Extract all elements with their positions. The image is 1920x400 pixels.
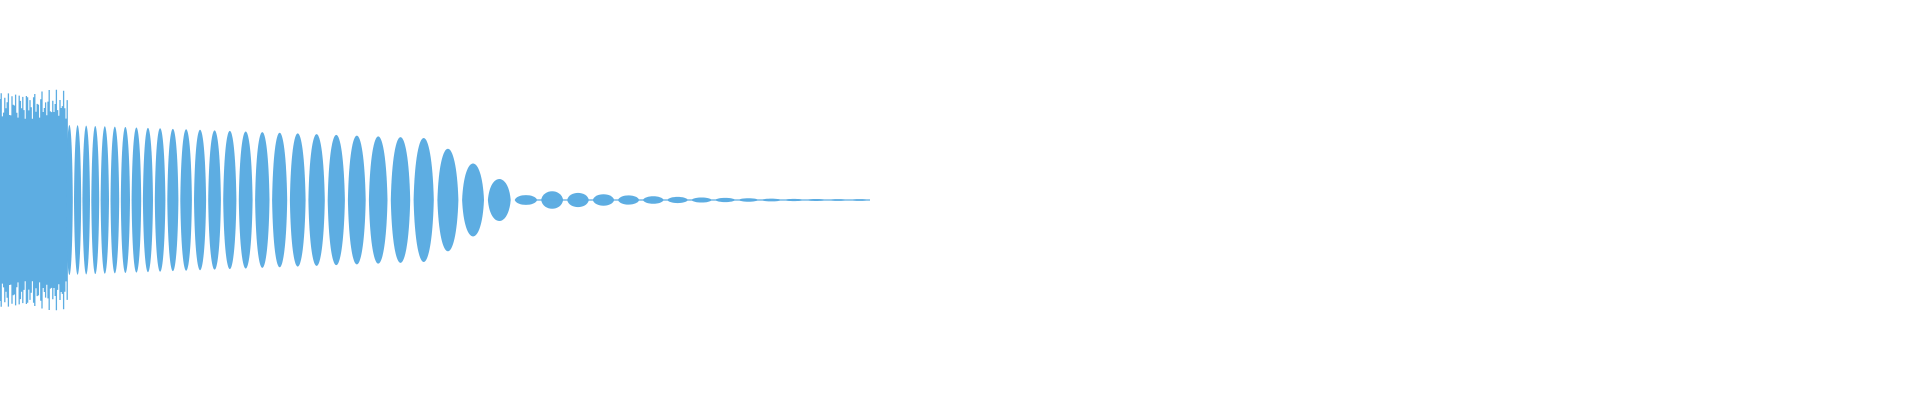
waveform-lobe xyxy=(120,127,130,273)
waveform-lobe xyxy=(194,129,207,271)
waveform-lobe xyxy=(272,132,288,268)
waveform-lobe xyxy=(413,138,434,262)
waveform-lobe xyxy=(208,130,221,270)
waveform-lobe xyxy=(462,163,484,237)
waveform-lobe xyxy=(437,148,459,252)
waveform-lobe xyxy=(368,136,388,264)
waveform-lobe xyxy=(347,135,366,265)
waveform-lobe xyxy=(91,125,100,275)
waveform-lobe xyxy=(327,134,345,266)
waveform-lobe xyxy=(110,126,120,274)
waveform-shape xyxy=(0,89,870,311)
waveform-lobe xyxy=(255,132,270,268)
waveform-lobe xyxy=(74,125,82,275)
waveform-lobe xyxy=(289,133,306,267)
waveform-lobe xyxy=(66,125,73,275)
waveform-dense-segment xyxy=(0,89,68,311)
waveform-lobe xyxy=(82,125,90,275)
waveform-lobe xyxy=(238,131,253,269)
waveform-lobe xyxy=(390,137,411,263)
waveform-lobe xyxy=(142,127,153,273)
waveform-lobe xyxy=(308,134,325,266)
waveform-lobe xyxy=(180,129,192,271)
waveform-lobe xyxy=(167,128,179,272)
waveform-lobe xyxy=(487,179,511,221)
waveform-lobe xyxy=(131,127,142,273)
waveform-lobe xyxy=(223,130,237,270)
waveform-lobe xyxy=(100,126,109,274)
waveform-lobe xyxy=(154,128,166,272)
